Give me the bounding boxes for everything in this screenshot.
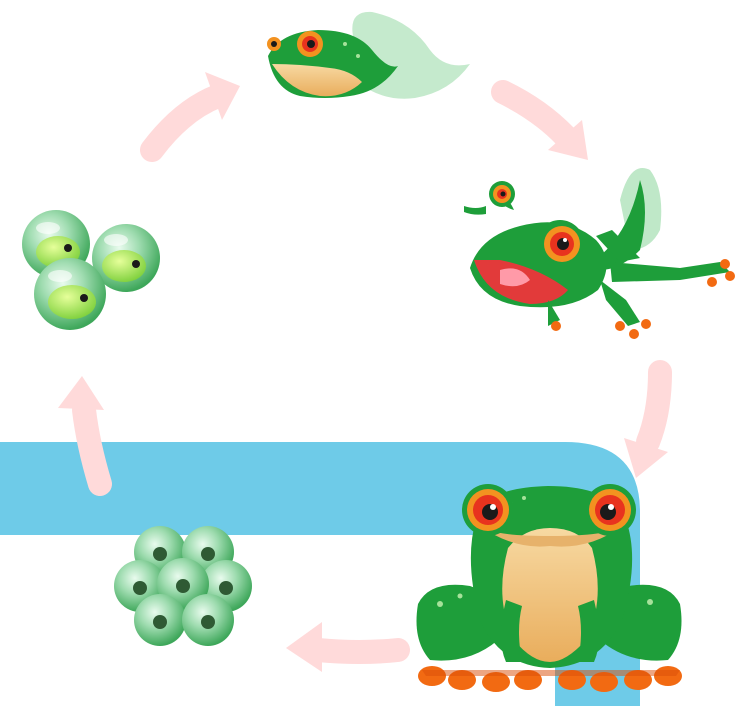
adult-frog-toes: [418, 666, 682, 692]
spawn-egg: [182, 594, 234, 646]
frog-spawn-icon: [114, 526, 252, 646]
egg-bottom: [34, 258, 106, 330]
spawn-egg: [134, 594, 186, 646]
arrow-eggs-to-tadpole: [152, 72, 240, 150]
froglet-icon: [464, 168, 735, 339]
tadpole-icon: [267, 12, 470, 99]
arrow-tadpole-to-froglet: [503, 92, 588, 160]
arrow-adult-to-spawn: [286, 622, 398, 672]
developing-eggs-icon: [22, 210, 160, 330]
arrow-froglet-to-adult: [624, 372, 668, 478]
